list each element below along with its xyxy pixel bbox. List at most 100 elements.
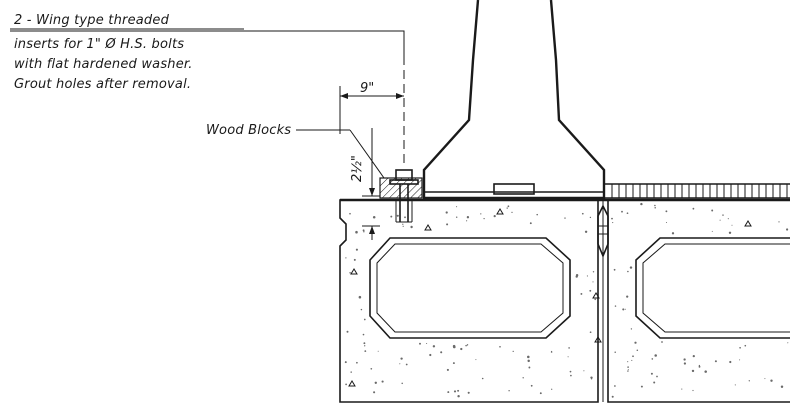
aggregate-speck	[612, 222, 614, 224]
aggregate-speck	[373, 391, 376, 394]
aggregate-speck	[575, 274, 579, 277]
aggregate-speck	[419, 342, 421, 345]
aggregate-speck	[356, 361, 358, 364]
aggregate-speck	[564, 217, 566, 219]
slab-right-void	[635, 237, 790, 339]
aggregate-speck	[627, 366, 629, 368]
aggregate-speck	[370, 367, 373, 370]
aggregate-speck	[569, 370, 572, 373]
aggregate-speck	[714, 360, 717, 363]
aggregate-speck	[640, 385, 643, 388]
barrier-outline	[422, 0, 606, 200]
aggregate-speck	[390, 215, 393, 218]
aggregate-speck	[653, 381, 656, 384]
aggregate-speck	[506, 207, 508, 209]
aggregate-speck	[731, 224, 733, 226]
aggregate-speck	[364, 350, 367, 352]
aggregate-speck	[586, 275, 588, 277]
aggregate-stone	[592, 292, 600, 299]
aggregate-stone	[348, 380, 356, 387]
aggregate-speck	[613, 268, 616, 271]
aggregate-speck	[691, 369, 695, 373]
aggregate-speck	[508, 390, 510, 392]
aggregate-speck	[654, 206, 656, 209]
aggregate-speck	[589, 289, 592, 292]
aggregate-speck	[698, 364, 701, 367]
aggregate-speck	[594, 298, 596, 301]
aggregate-speck	[456, 206, 458, 208]
aggregate-speck	[787, 342, 789, 344]
aggregate-speck	[592, 281, 594, 283]
dimension-2-5in: 2½"	[350, 128, 380, 240]
aggregate-speck	[372, 216, 376, 219]
aggregate-speck	[627, 369, 629, 371]
aggregate-speck	[581, 212, 584, 215]
aggregate-speck	[692, 207, 695, 210]
aggregate-speck	[457, 389, 460, 392]
aggregate-speck	[404, 216, 406, 219]
aggregate-speck	[405, 363, 408, 366]
aggregate-speck	[626, 212, 629, 215]
bolt-washer	[389, 179, 419, 185]
aggregate-speck	[636, 349, 639, 351]
aggregate-stone	[350, 268, 358, 275]
aggregate-speck	[665, 221, 668, 224]
aggregate-speck	[739, 359, 741, 361]
aggregate-speck	[345, 383, 347, 386]
aggregate-speck	[722, 214, 724, 216]
aggregate-speck	[447, 391, 450, 394]
aggregate-speck	[729, 360, 732, 364]
aggregate-speck	[650, 372, 653, 375]
aggregate-speck	[627, 361, 629, 363]
aggregate-speck	[744, 344, 747, 347]
aggregate-speck	[778, 221, 780, 223]
aggregate-speck	[452, 344, 456, 348]
aggregate-speck	[719, 219, 721, 221]
insert-note: 2 - Wing type threaded inserts for 1" Ø …	[10, 13, 405, 92]
aggregate-speck	[363, 342, 366, 345]
aggregate-speck	[584, 230, 588, 233]
precast-slab-right	[607, 199, 790, 403]
aggregate-speck	[568, 347, 570, 349]
aggregate-speck	[627, 270, 629, 273]
aggregate-speck	[704, 370, 707, 373]
aggregate-stone	[496, 208, 504, 215]
aggregate-speck	[698, 365, 701, 368]
aggregate-speck	[396, 214, 399, 217]
insert-note-line-4: Grout holes after removal.	[14, 77, 191, 92]
aggregate-speck	[400, 357, 403, 360]
aggregate-speck	[539, 392, 542, 395]
aggregate-speck	[589, 216, 592, 219]
aggregate-speck	[466, 216, 470, 219]
aggregate-speck	[654, 204, 656, 207]
aggregate-speck	[632, 355, 634, 358]
aggregate-speck	[452, 362, 455, 365]
aggregate-speck	[640, 202, 643, 206]
aggregate-speck	[349, 212, 351, 215]
aggregate-speck	[692, 354, 695, 358]
slab-left-void	[369, 237, 571, 339]
aggregate-speck	[360, 308, 363, 311]
wood-blocks-leader-2	[349, 129, 385, 179]
barrier-shear-key	[493, 183, 535, 195]
aggregate-speck	[583, 370, 585, 372]
aggregate-speck	[480, 213, 482, 215]
aggregate-speck	[499, 345, 501, 348]
aggregate-speck	[671, 232, 675, 235]
dim-horizontal-label: 9"	[360, 81, 374, 96]
aggregate-speck	[550, 351, 553, 353]
aggregate-stone	[744, 220, 752, 227]
aggregate-speck	[629, 266, 633, 269]
slab-right-outline	[607, 199, 790, 403]
aggregate-speck	[457, 394, 460, 398]
slab-left-outline	[339, 199, 599, 403]
aggregate-speck	[345, 257, 347, 259]
aggregate-speck	[512, 350, 514, 353]
aggregate-speck	[530, 384, 533, 387]
insert-note-line-1: 2 - Wing type threaded	[14, 13, 170, 28]
rail-ticks	[611, 184, 788, 198]
concrete-aggregate	[344, 202, 789, 398]
aggregate-speck	[511, 211, 513, 214]
aggregate-speck	[624, 308, 626, 310]
